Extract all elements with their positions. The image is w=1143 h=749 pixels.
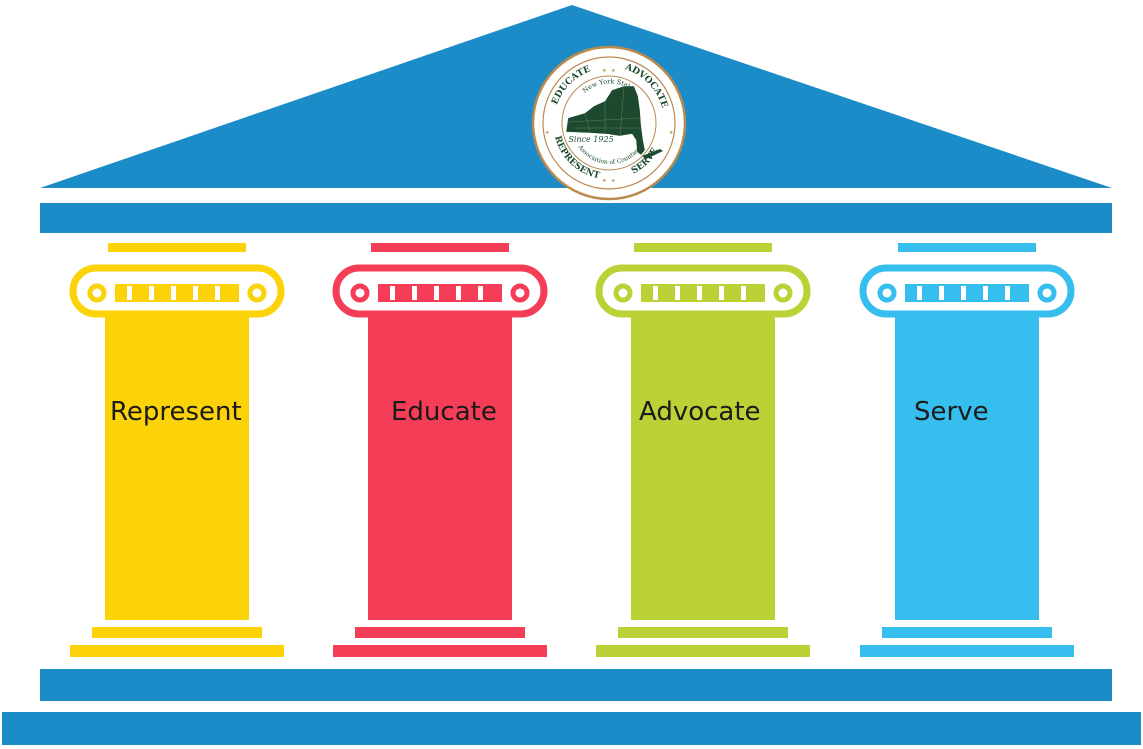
pillar-capital-band [641,284,765,302]
pillar-volute-right [510,283,530,303]
pillar-capital-groove [719,286,724,300]
pillar-volute-left [350,283,370,303]
pillar-label-represent: Represent [110,397,242,427]
pillar-capital-groove [149,286,154,300]
pillar-shaft [895,317,1039,620]
pillar-capital-groove [478,286,483,300]
svg-text:★: ★ [611,68,616,74]
pillar-capital-groove [412,286,417,300]
pillar-abacus [898,243,1036,252]
pillar-capital-groove [171,286,176,300]
pillar-plinth-lower [333,645,547,657]
pillar-capital-groove [127,286,132,300]
pillar-volute-right [1037,283,1057,303]
pillar-volute-left [877,283,897,303]
base-step-lower [2,712,1141,745]
pillar-capital-groove [675,286,680,300]
pillar-capital-groove [1005,286,1010,300]
pillar-capital-groove [193,286,198,300]
pillar-capital [595,264,811,318]
pillar-shaft [105,317,249,620]
pillar-capital-groove [215,286,220,300]
pillar-label-educate: Educate [391,397,497,427]
base-step-upper [40,669,1112,701]
pillar-educate [332,243,548,657]
long-island-icon [642,149,663,159]
nysac-seal-logo: EDUCATE ADVOCATE REPRESENT SERVE New Yor… [531,45,687,201]
pillar-label-serve: Serve [914,397,989,427]
pillar-plinth-upper [882,627,1052,638]
svg-text:★: ★ [611,178,616,184]
pillar-shaft [368,317,512,620]
pillar-capital-band [115,284,239,302]
pillar-plinth-upper [92,627,262,638]
svg-text:★: ★ [545,130,550,136]
pillar-serve [859,243,1075,657]
pillar-volute-left [87,283,107,303]
pillar-capital-groove [961,286,966,300]
pillar-capital-groove [390,286,395,300]
pillar-label-advocate: Advocate [639,397,761,427]
new-york-map-icon [565,85,646,156]
svg-text:★: ★ [602,68,607,74]
pillar-plinth-upper [618,627,788,638]
pillar-capital-groove [653,286,658,300]
pillar-volute-right [247,283,267,303]
pillar-capital [69,264,285,318]
pillar-plinth-upper [355,627,525,638]
pillar-capital-groove [456,286,461,300]
pillar-capital-groove [939,286,944,300]
pillar-volute-right [773,283,793,303]
pillar-volute-left [613,283,633,303]
pillar-capital-band [378,284,502,302]
pillar-advocate [595,243,811,657]
pillar-abacus [371,243,509,252]
svg-text:★: ★ [669,130,674,136]
pillar-abacus [634,243,772,252]
pillar-capital-groove [697,286,702,300]
pillar-capital [332,264,548,318]
pillar-abacus [108,243,246,252]
pillar-shaft [631,317,775,620]
pillar-plinth-lower [70,645,284,657]
pillar-plinth-lower [596,645,810,657]
pillar-plinth-lower [860,645,1074,657]
pillar-capital-band [905,284,1029,302]
pillar-capital-groove [741,286,746,300]
pillar-capital-groove [434,286,439,300]
pillar-capital-groove [917,286,922,300]
pillar-capital [859,264,1075,318]
svg-text:★: ★ [602,178,607,184]
pillar-represent [69,243,285,657]
seal-text-since: Since 1925 [568,135,613,144]
pillar-capital-groove [983,286,988,300]
entablature [40,203,1112,233]
